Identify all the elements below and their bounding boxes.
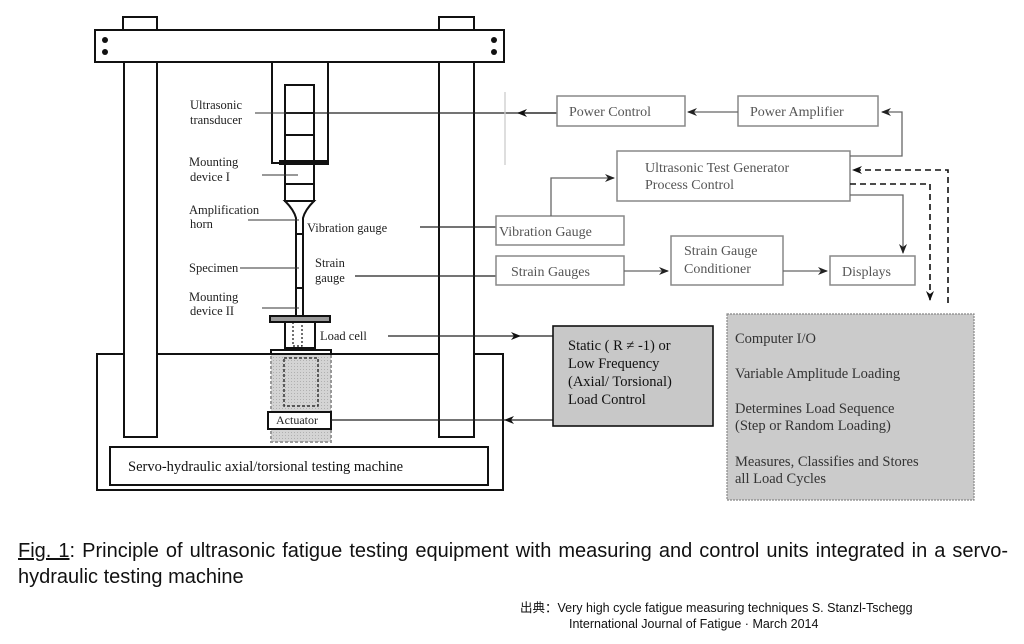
label-amplification-horn-1: Amplification [189, 203, 260, 217]
block-power-amplifier [737, 95, 879, 127]
source-line-2: International Journal of Fatigue · March… [569, 617, 819, 631]
load-control-line-1: Static ( R ≠ -1) or [568, 338, 671, 354]
block-test-generator [616, 150, 851, 202]
actuator-label: Actuator [276, 413, 318, 427]
transducer-lower [284, 112, 315, 136]
left-column [123, 61, 158, 438]
vibration-gauge-block-label: Vibration Gauge [499, 225, 592, 240]
block-load-control [552, 325, 714, 427]
label-specimen: Specimen [189, 261, 239, 275]
block-displays [829, 255, 916, 286]
signal-lines [314, 92, 557, 424]
label-mounting-device-2-2: device II [190, 304, 234, 318]
dashed-connectors [850, 166, 949, 303]
label-mounting-device-2-1: Mounting [189, 290, 239, 304]
right-column-cap [438, 16, 475, 31]
label-vibration-gauge: Vibration gauge [307, 221, 388, 235]
label-strain-gauge-2: gauge [315, 271, 345, 285]
machine-label-texts: Actuator Servo-hydraulic axial/torsional… [128, 413, 403, 475]
computer-labels: Computer I/O Variable Amplitude Loading … [735, 331, 919, 487]
label-amplification-horn-2: horn [190, 217, 214, 231]
source-citation: 出典：Very high cycle fatigue measuring tec… [520, 600, 913, 632]
strain-gauges-block-label: Strain Gauges [511, 265, 590, 280]
label-load-cell: Load cell [320, 329, 367, 343]
figure-caption: Fig. 1: Principle of ultrasonic fatigue … [18, 538, 1008, 590]
variable-amplitude-label: Variable Amplitude Loading [735, 366, 900, 382]
source-line-1: Very high cycle fatigue measuring techni… [557, 601, 913, 615]
actuator-top [270, 349, 332, 355]
power-control-label: Power Control [569, 105, 651, 120]
arrow-generator-to-amplifier [850, 108, 903, 157]
label-mounting-device-1-2: device I [190, 170, 230, 184]
measures-label-2: all Load Cycles [735, 471, 826, 487]
specimen [295, 233, 304, 289]
dashed-computer-to-generator [852, 166, 949, 303]
right-column [438, 61, 475, 438]
label-ultrasonic-transducer-2: transducer [190, 113, 243, 127]
control-connectors [550, 108, 907, 275]
load-control-line-2: Low Frequency [568, 356, 660, 372]
crosshead-bolts [102, 37, 497, 55]
load-cell [284, 321, 316, 349]
machine-base-label-box [109, 446, 489, 486]
measures-label-1: Measures, Classifies and Stores [735, 454, 919, 470]
machine-frame [94, 16, 505, 491]
crosshead [94, 29, 505, 63]
block-strain-gauges [495, 255, 625, 286]
strain-conditioner-label-2: Conditioner [684, 262, 751, 277]
ultrasonic-train [109, 84, 489, 486]
ultrasonic-transducer [284, 84, 315, 114]
load-cell-inner [292, 321, 303, 347]
arrow-vibration-to-generator [550, 174, 615, 216]
computer-io-label: Computer I/O [735, 331, 816, 347]
load-control-line-3: (Axial/ Torsional) [568, 374, 672, 390]
strain-conditioner-label-1: Strain Gauge [684, 244, 757, 259]
source-prefix: 出典： [520, 601, 558, 615]
load-sequence-label-1: Determines Load Sequence [735, 401, 894, 417]
block-strain-conditioner [670, 235, 784, 286]
mounting-device-1-lower [284, 183, 315, 202]
block-power-control [556, 95, 686, 127]
power-amplifier-label: Power Amplifier [750, 105, 844, 120]
mounting-device-1 [284, 163, 315, 185]
control-block-labels: Power Control Power Amplifier Ultrasonic… [499, 105, 891, 280]
mounting-device-2 [295, 287, 304, 317]
label-strain-gauge-1: Strain [315, 256, 346, 270]
actuator-piston [283, 357, 319, 407]
control-blocks [495, 95, 916, 286]
block-vibration-gauge [495, 215, 625, 246]
load-sequence-label-2: (Step or Random Loading) [735, 418, 891, 434]
component-labels: Ultrasonic transducer Mounting device I … [189, 98, 388, 343]
dashed-generator-to-computer [850, 183, 934, 301]
left-column-cap [122, 16, 158, 31]
displays-label: Displays [842, 265, 891, 280]
test-generator-label-1: Ultrasonic Test Generator [645, 161, 789, 176]
load-control-line-4: Load Control [568, 392, 646, 408]
load-control-labels: Static ( R ≠ -1) or Low Frequency (Axial… [568, 338, 672, 408]
figure-label: Fig. 1 [18, 540, 70, 562]
figure-caption-text: : Principle of ultrasonic fatigue testin… [18, 540, 1008, 588]
label-ultrasonic-transducer-1: Ultrasonic [190, 98, 243, 112]
arrow-generator-to-displays [850, 194, 907, 254]
test-generator-label-2: Process Control [645, 178, 734, 193]
label-leaders [240, 112, 300, 309]
label-mounting-device-1-1: Mounting [189, 155, 239, 169]
machine-base-label: Servo-hydraulic axial/torsional testing … [128, 459, 403, 475]
transducer-body [284, 134, 315, 164]
machine-base-housing [96, 353, 504, 491]
block-computer [726, 313, 975, 501]
